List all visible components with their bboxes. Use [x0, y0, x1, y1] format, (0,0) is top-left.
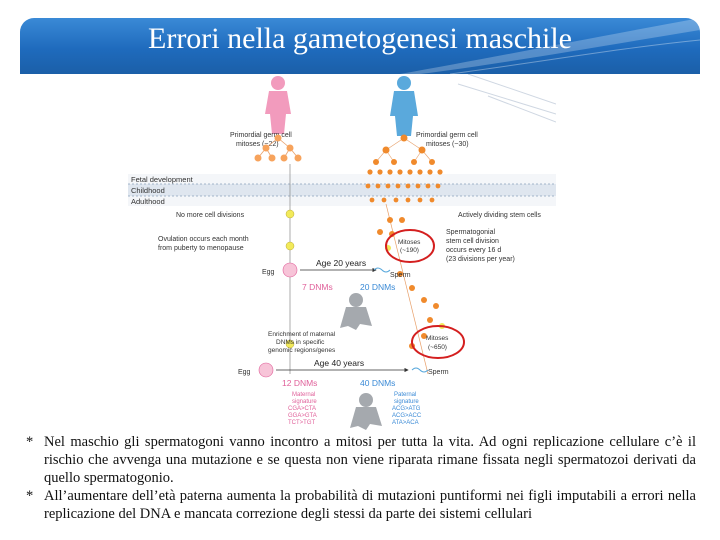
- mitoses-650-label: Mitoses: [426, 335, 449, 342]
- no-more-divisions-label: No more cell divisions: [176, 212, 245, 219]
- mitoses-190-count: (~190): [400, 247, 419, 254]
- mitoses-650-count: (~650): [428, 344, 447, 351]
- enrichment-line-2: DNMs in specific: [276, 339, 325, 346]
- paternal-signature-line-1: Paternal: [394, 392, 416, 398]
- sperm-20-icon: [373, 267, 391, 273]
- maternal-signature-line-4: GGA>GTA: [288, 413, 317, 419]
- bullet-item: * All’aumentare dell’età paterna aumenta…: [26, 487, 696, 523]
- bullet-text: All’aumentare dell’età paterna aumenta l…: [44, 488, 696, 522]
- gametogenesis-diagram: Primordial germ cell mitoses (~22) Primo…: [128, 74, 556, 430]
- sperm-40-label: Sperm: [428, 369, 449, 376]
- maternal-signature-line-5: TCT>TGT: [288, 420, 315, 426]
- paternal-signature-line-4: ACG>ACC: [392, 413, 422, 419]
- bullet-list: * Nel maschio gli spermatogoni vanno inc…: [26, 433, 696, 523]
- title-bar: Errori nella gametogenesi maschile: [20, 18, 700, 74]
- dnm-12-label: 12 DNMs: [282, 378, 317, 388]
- spermatogonial-line-1: Spermatogonial: [446, 229, 495, 236]
- female-pgc-label: Primordial germ cell: [230, 132, 292, 139]
- dnm-20-label: 20 DNMs: [360, 282, 395, 292]
- maternal-signature-line-2: signature: [292, 399, 317, 405]
- child-20-icon: [340, 293, 372, 330]
- header-swoosh-decoration: [400, 18, 700, 74]
- male-mitoses-label: mitoses (~30): [426, 141, 469, 148]
- sperm-40-icon: [411, 367, 429, 373]
- paternal-signature-line-3: ACG>ATG: [392, 406, 421, 412]
- egg-40-icon: [258, 362, 274, 378]
- paternal-signature-line-5: ATA>ACA: [392, 420, 419, 426]
- bullet-item: * Nel maschio gli spermatogoni vanno inc…: [26, 433, 696, 487]
- enrichment-line-3: genomic regions/genes: [268, 347, 336, 354]
- age-20-label: Age 20 years: [316, 258, 366, 268]
- dnm-40-label: 40 DNMs: [360, 378, 395, 388]
- egg-40-label: Egg: [238, 369, 251, 376]
- egg-20-label: Egg: [262, 269, 275, 276]
- male-pgc-label: Primordial germ cell: [416, 132, 478, 139]
- dnm-7-label: 7 DNMs: [302, 282, 333, 292]
- bullet-marker: *: [26, 488, 34, 504]
- mitoses-190-label: Mitoses: [398, 239, 421, 246]
- maternal-signature: Maternal signature CGA>CTA GGA>GTA TCT>T…: [288, 392, 317, 426]
- female-mitoses-label: mitoses (~22): [236, 141, 279, 148]
- female-figure-icon: [265, 76, 291, 134]
- egg-20-icon: [282, 262, 298, 278]
- gametogenesis-figure: Primordial germ cell mitoses (~22) Primo…: [128, 74, 556, 430]
- mitoses-650-highlight: [411, 325, 465, 359]
- male-figure-icon: [390, 76, 418, 136]
- spermatogonial-line-4: (23 divisions per year): [446, 256, 515, 263]
- male-cell-tree: [365, 134, 443, 203]
- slide-title: Errori nella gametogenesi maschile: [148, 22, 572, 55]
- sperm-20-label: Sperm: [390, 272, 411, 279]
- paternal-signature-line-2: signature: [394, 399, 419, 405]
- maternal-signature-line-3: CGA>CTA: [288, 406, 316, 412]
- phase-bands: Fetal development Childhood Adulthood: [128, 174, 556, 206]
- phase-fetal-label: Fetal development: [131, 175, 194, 184]
- age-40-label: Age 40 years: [314, 358, 364, 368]
- phase-childhood-label: Childhood: [131, 186, 165, 195]
- paternal-signature: Paternal signature ACG>ATG ACG>ACC ATA>A…: [392, 392, 422, 426]
- bullet-text: Nel maschio gli spermatogoni vanno incon…: [44, 434, 696, 486]
- mitoses-190-highlight: [385, 229, 435, 263]
- ovulation-line-2: from puberty to menopause: [158, 245, 244, 252]
- female-cell-tree: [254, 134, 302, 162]
- maternal-signature-line-1: Maternal: [292, 392, 315, 398]
- child-40-icon: [350, 393, 382, 430]
- actively-dividing-label: Actively dividing stem cells: [458, 212, 541, 219]
- spermatogonial-line-2: stem cell division: [446, 238, 499, 245]
- spermatogonial-line-3: occurs every 16 d: [446, 247, 501, 254]
- background-lines: [457, 74, 556, 123]
- bullet-marker: *: [26, 434, 34, 450]
- enrichment-line-1: Enrichment of maternal: [268, 331, 336, 338]
- ovulation-line-1: Ovulation occurs each month: [158, 236, 249, 243]
- phase-adulthood-label: Adulthood: [131, 197, 165, 206]
